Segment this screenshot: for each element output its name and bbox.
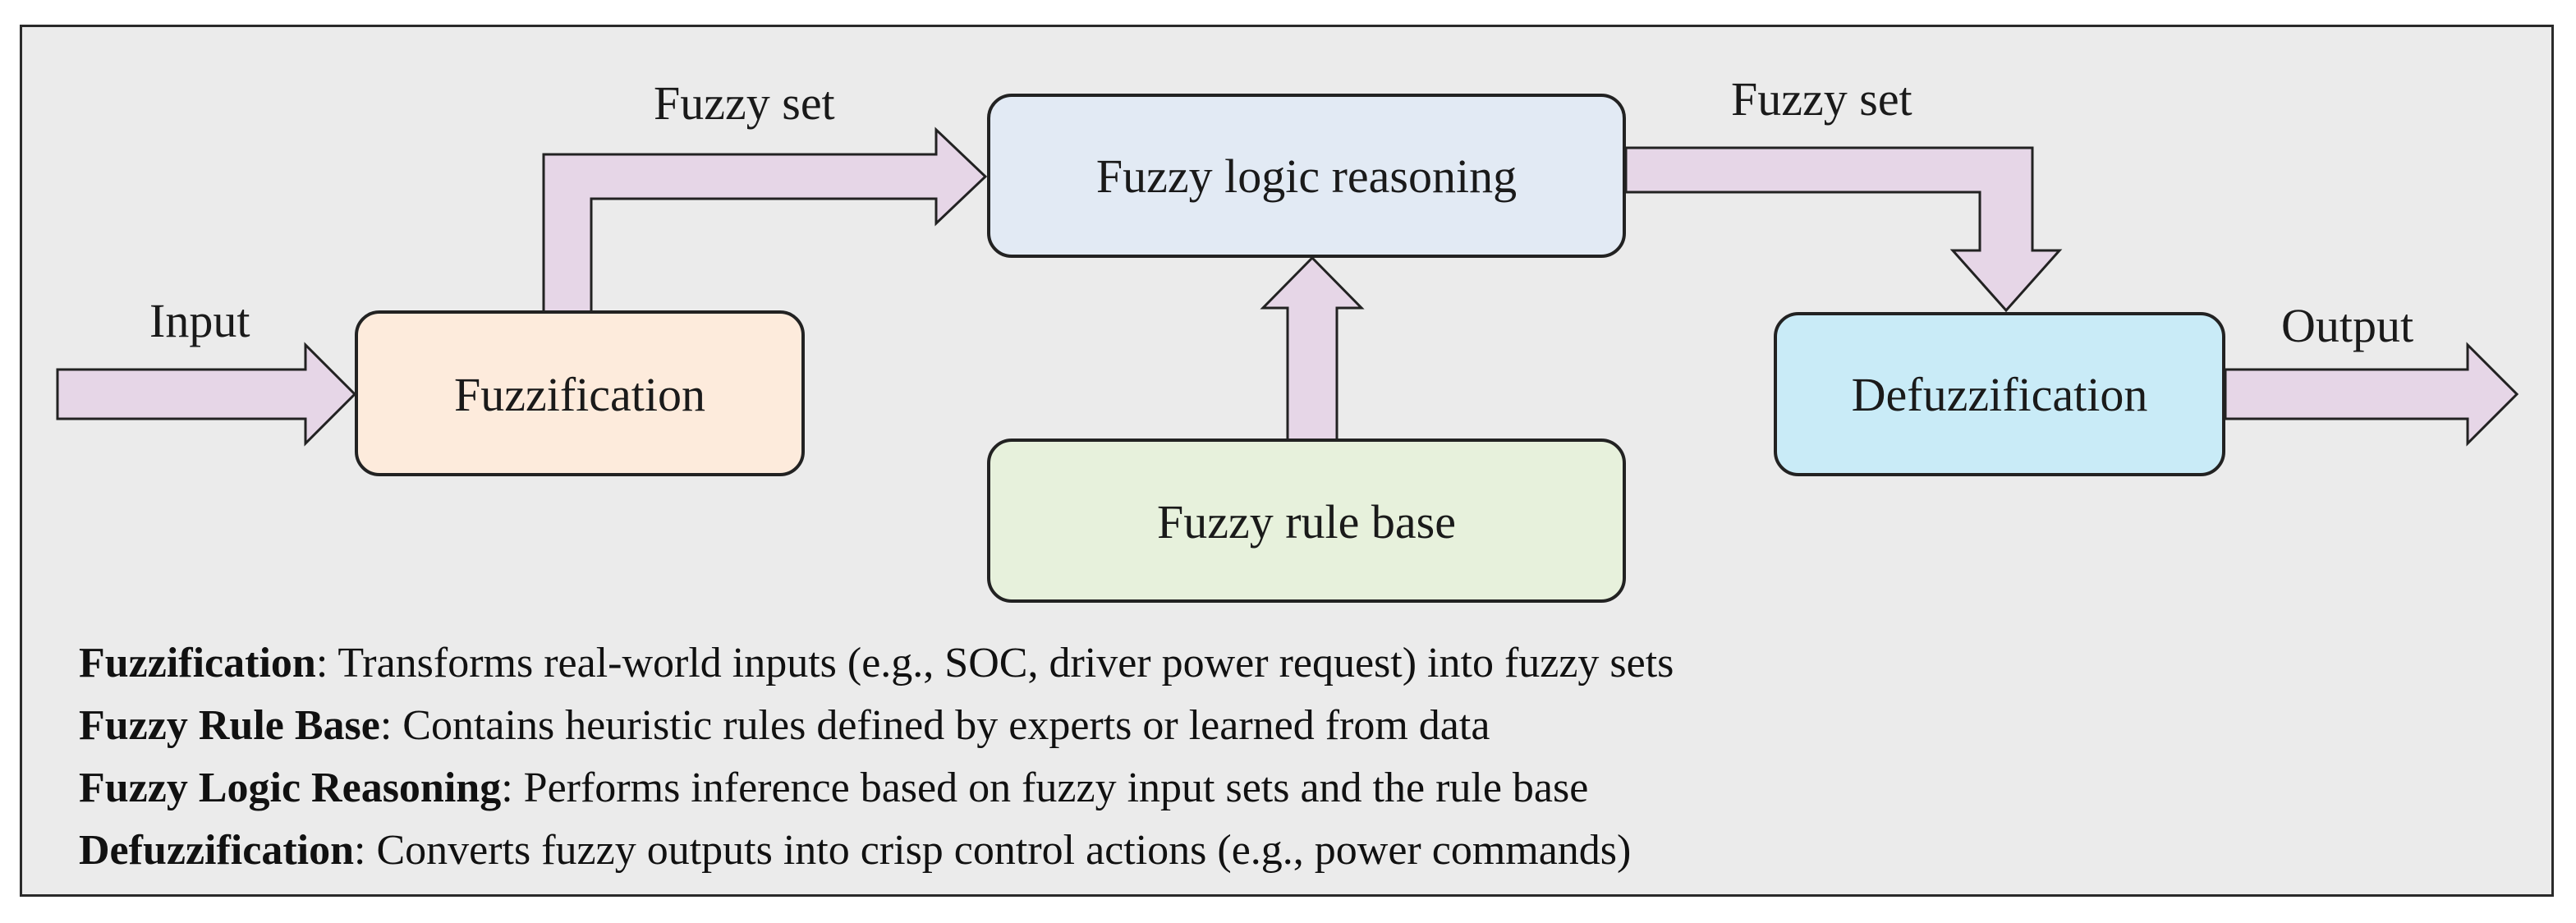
fuzzification-label: Fuzzification	[454, 368, 705, 421]
output-arrow	[2224, 342, 2519, 447]
arrows	[56, 126, 2519, 447]
fuzzification-box	[355, 310, 805, 476]
legend-item-reasoning: Fuzzy Logic Reasoning: Performs inferenc…	[79, 757, 2509, 820]
legend-item-defuzzification: Defuzzification: Converts fuzzy outputs …	[79, 820, 2509, 882]
input-arrow	[56, 342, 357, 447]
fuzzy-set-in-label: Fuzzy set	[654, 76, 835, 130]
output-label: Output	[2281, 299, 2413, 352]
defuzzification-box	[1774, 312, 2225, 476]
legend-description: : Contains heuristic rules defined by ex…	[379, 702, 1490, 749]
legend-description: : Performs inference based on fuzzy inpu…	[501, 765, 1589, 811]
boxes	[355, 94, 2225, 603]
fuzzy-set-in-arrow	[542, 126, 988, 314]
defuzzification-label: Defuzzification	[1852, 368, 2148, 421]
rule-base-label: Fuzzy rule base	[1157, 495, 1456, 549]
legend-term: Defuzzification	[79, 827, 355, 874]
input-label: Input	[149, 294, 250, 347]
legend-term: Fuzzy Rule Base	[79, 702, 380, 749]
rule-base-arrow	[1260, 255, 1365, 442]
legend: Fuzzification: Transforms real-world inp…	[79, 632, 2509, 882]
reasoning-box	[987, 94, 1626, 258]
legend-term: Fuzzification	[79, 640, 316, 687]
reasoning-label: Fuzzy logic reasoning	[1096, 149, 1517, 203]
fuzzy-set-out-arrow	[1624, 146, 2063, 313]
legend-term: Fuzzy Logic Reasoning	[79, 765, 502, 811]
legend-description: : Transforms real-world inputs (e.g., SO…	[315, 640, 1674, 687]
legend-item-fuzzification: Fuzzification: Transforms real-world inp…	[79, 632, 2509, 695]
legend-description: : Converts fuzzy outputs into crisp cont…	[354, 827, 1632, 874]
rule-base-box	[987, 439, 1626, 603]
legend-item-rule-base: Fuzzy Rule Base: Contains heuristic rule…	[79, 695, 2509, 757]
fuzzy-set-out-label: Fuzzy set	[1731, 72, 1912, 126]
